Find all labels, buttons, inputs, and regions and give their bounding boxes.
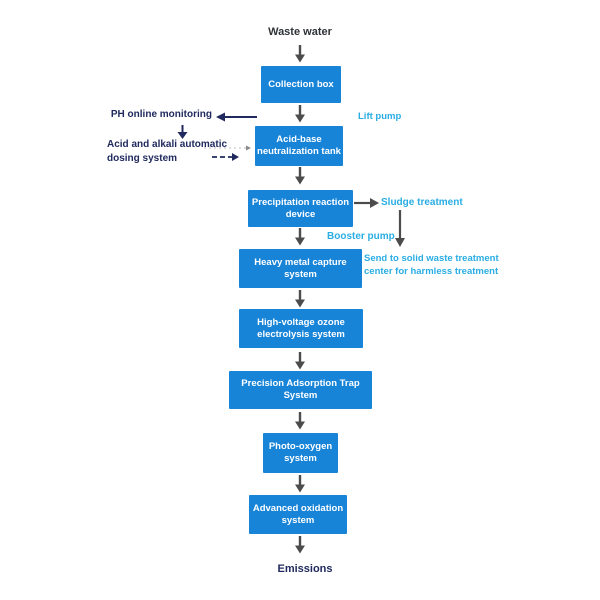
node-heavy-metal-capture-system: Heavy metal capture system <box>239 249 362 288</box>
solid-waste-note-label: Send to solid waste treatment center for… <box>364 253 499 277</box>
right-arrow-icon <box>354 198 379 208</box>
down-arrow-icon <box>395 210 405 247</box>
node-photo-oxygen-system: Photo-oxygen system <box>263 433 338 473</box>
dashed-right-arrow-icon <box>212 153 239 161</box>
node-precipitation-reaction-device: Precipitation reaction device <box>248 190 353 227</box>
ph-online-monitoring-label: PH online monitoring <box>110 109 212 120</box>
down-arrow-icon <box>295 475 305 493</box>
down-arrow-icon <box>295 45 305 63</box>
booster-pump-label: Booster pump <box>327 231 395 242</box>
down-arrow-icon <box>295 536 305 554</box>
sludge-treatment-label: Sludge treatment <box>381 197 463 208</box>
node-high-voltage-ozone-electrolysis-system: High-voltage ozone electrolysis system <box>239 309 363 348</box>
waste-water-label: Waste water <box>268 26 332 38</box>
node-acid-base-neutralization-tank: Acid-base neutralization tank <box>255 126 343 166</box>
dosing-system-label: Acid and alkali automatic dosing system <box>107 139 228 164</box>
down-arrow-icon <box>295 290 305 308</box>
down-arrow-icon <box>295 412 305 430</box>
left-arrow-icon <box>216 112 257 122</box>
emissions-label: Emissions <box>277 563 333 575</box>
node-precision-adsorption-trap-system: Precision Adsorption Trap System <box>229 371 372 409</box>
down-arrow-icon <box>177 125 188 139</box>
down-arrow-icon <box>295 105 305 123</box>
node-advanced-oxidation-system: Advanced oxidation system <box>249 495 347 534</box>
down-arrow-icon <box>295 352 305 370</box>
lift-pump-label: Lift pump <box>358 111 402 122</box>
down-arrow-icon <box>295 228 305 246</box>
dashed-line-icon <box>204 145 251 151</box>
node-collection-box: Collection box <box>261 66 341 103</box>
down-arrow-icon <box>295 167 305 185</box>
